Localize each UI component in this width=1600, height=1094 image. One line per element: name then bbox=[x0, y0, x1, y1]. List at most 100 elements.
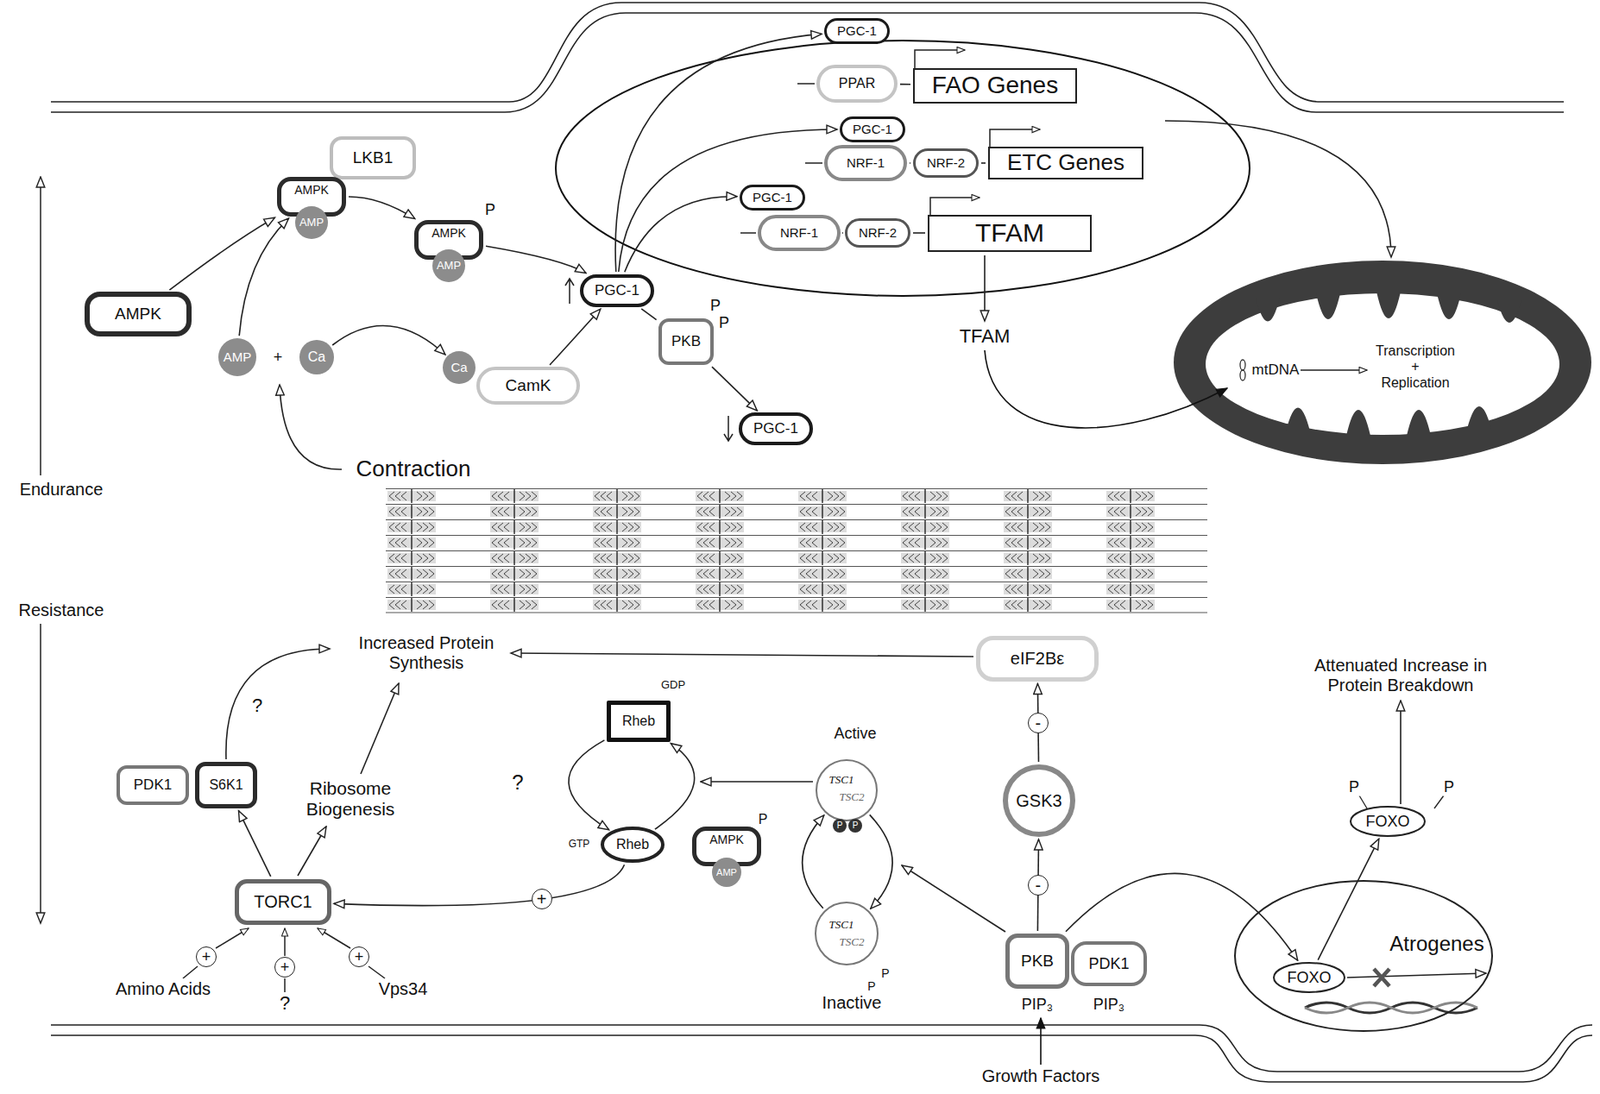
connector bbox=[1317, 838, 1380, 960]
annotation-label: P bbox=[484, 201, 497, 220]
annotation-label: Contraction bbox=[355, 456, 473, 483]
arrow bbox=[317, 928, 351, 949]
connector bbox=[485, 245, 586, 273]
connector bbox=[332, 325, 446, 355]
annotation-label: + bbox=[272, 348, 284, 367]
annotation-label: ? bbox=[510, 770, 524, 795]
factor-oval: FOXO bbox=[1349, 806, 1426, 838]
node-outline bbox=[442, 351, 476, 385]
connector bbox=[842, 232, 844, 234]
kinase-box: PKB bbox=[658, 318, 714, 366]
node-text: LKB1 bbox=[352, 148, 393, 168]
node-text: PDK1 bbox=[1088, 955, 1129, 974]
dna-stub bbox=[740, 232, 756, 234]
node-text: CamK bbox=[505, 376, 552, 396]
node-text: GDP bbox=[661, 679, 686, 693]
node-text: PDK1 bbox=[133, 776, 172, 794]
connector bbox=[568, 740, 610, 831]
arrow bbox=[1347, 973, 1487, 978]
node-text: PGC-1 bbox=[753, 420, 799, 438]
connector bbox=[239, 811, 271, 877]
dna-stub bbox=[797, 82, 815, 85]
connector bbox=[981, 162, 986, 164]
annotation-label: P bbox=[880, 966, 890, 981]
arrow bbox=[983, 255, 986, 322]
node-text: PIP₃ bbox=[1093, 995, 1125, 1015]
nucleus-oval: AtrogenesFOXO bbox=[1234, 880, 1493, 1033]
arrow bbox=[510, 653, 974, 657]
gene-box: FAO Genes bbox=[913, 68, 1078, 104]
node-outline bbox=[1005, 767, 1073, 835]
complex-circle: TSC1TSC2Inactive bbox=[814, 901, 879, 966]
kinase-box: LKB1 bbox=[329, 136, 416, 180]
phosphate-dot: P bbox=[848, 818, 863, 833]
node-text: TSC2 bbox=[839, 936, 865, 950]
sign-circle: + bbox=[195, 946, 217, 968]
coactivator-box: PGC-1 bbox=[579, 274, 655, 308]
annotation-label: Increased Protein Synthesis bbox=[347, 633, 505, 674]
node-text: AMP bbox=[436, 259, 461, 273]
gene-box: TFAM bbox=[927, 214, 1092, 252]
cell-membrane bbox=[50, 1025, 1593, 1072]
sign-circle: - bbox=[1027, 875, 1049, 896]
node-text: GTP bbox=[568, 838, 591, 851]
metabolite-circle: AMP bbox=[432, 249, 466, 283]
node-text: NRF-2 bbox=[926, 155, 965, 171]
dna-stub bbox=[805, 162, 823, 164]
connector bbox=[711, 366, 757, 411]
cristae bbox=[1285, 406, 1492, 436]
leader-line bbox=[182, 966, 198, 979]
node-text: FAO Genes bbox=[932, 71, 1059, 100]
node-text: Ca bbox=[308, 349, 326, 366]
node-text: AMP bbox=[299, 216, 324, 230]
arrow bbox=[700, 781, 813, 783]
phosphate-stem bbox=[1434, 795, 1444, 809]
annotation-label: ? bbox=[278, 992, 291, 1015]
leader-line bbox=[368, 966, 385, 979]
cell-membrane bbox=[50, 12, 1564, 113]
sign-circle: + bbox=[274, 957, 296, 978]
node-text: TORC1 bbox=[253, 892, 312, 913]
axis-arrow bbox=[39, 176, 42, 476]
node-text: eIF2Bε bbox=[1010, 648, 1065, 669]
annotation-label: Vps34 bbox=[377, 979, 429, 1000]
transcription-factor-box: NRF-2 bbox=[913, 148, 979, 178]
node-text: PPAR bbox=[838, 75, 876, 92]
node-text: PKB bbox=[1020, 951, 1054, 971]
block-mark bbox=[1373, 969, 1390, 987]
connector bbox=[869, 814, 893, 909]
increase-symbol bbox=[565, 278, 574, 304]
kinase-box: AMPKAMP bbox=[692, 826, 762, 867]
coactivator-box: PGC-1 bbox=[738, 412, 813, 446]
arrow bbox=[283, 928, 286, 957]
annotation-label: mtDNA bbox=[1251, 361, 1301, 379]
arrow bbox=[360, 683, 399, 775]
node-text: PGC-1 bbox=[752, 189, 793, 205]
sign-circle: - bbox=[1027, 712, 1049, 734]
annotation-label: TFAM bbox=[958, 325, 1012, 347]
arrow bbox=[1399, 700, 1402, 805]
node-outline bbox=[816, 760, 877, 821]
sign-circle: + bbox=[348, 946, 370, 968]
node-outline bbox=[711, 857, 742, 888]
metabolite-circle: AMP bbox=[711, 857, 742, 888]
connector bbox=[655, 743, 695, 830]
mtdna-symbol bbox=[1240, 359, 1246, 371]
node-text: AMPK bbox=[709, 832, 744, 847]
node-outline bbox=[1234, 880, 1493, 1033]
axis-arrow bbox=[39, 623, 42, 924]
kinase-box: PKBPIP₃ bbox=[1005, 933, 1070, 989]
gtpase-oval: RhebGTP bbox=[600, 826, 665, 863]
annotation-label: Amino Acids bbox=[114, 979, 212, 1000]
kinase-circle: GSK3 bbox=[1002, 764, 1076, 838]
complex-circle: ActiveTSC1TSC2 bbox=[815, 759, 878, 822]
cell-membrane bbox=[50, 2, 1564, 102]
arrow bbox=[901, 865, 1006, 933]
arrow bbox=[279, 384, 342, 470]
kinase-box: PDK1 bbox=[116, 765, 189, 806]
node-outline bbox=[1273, 963, 1345, 993]
connector bbox=[549, 308, 601, 366]
coactivator-box: PGC-1 bbox=[839, 116, 906, 143]
coactivator-box: PGC-1 bbox=[824, 18, 890, 45]
